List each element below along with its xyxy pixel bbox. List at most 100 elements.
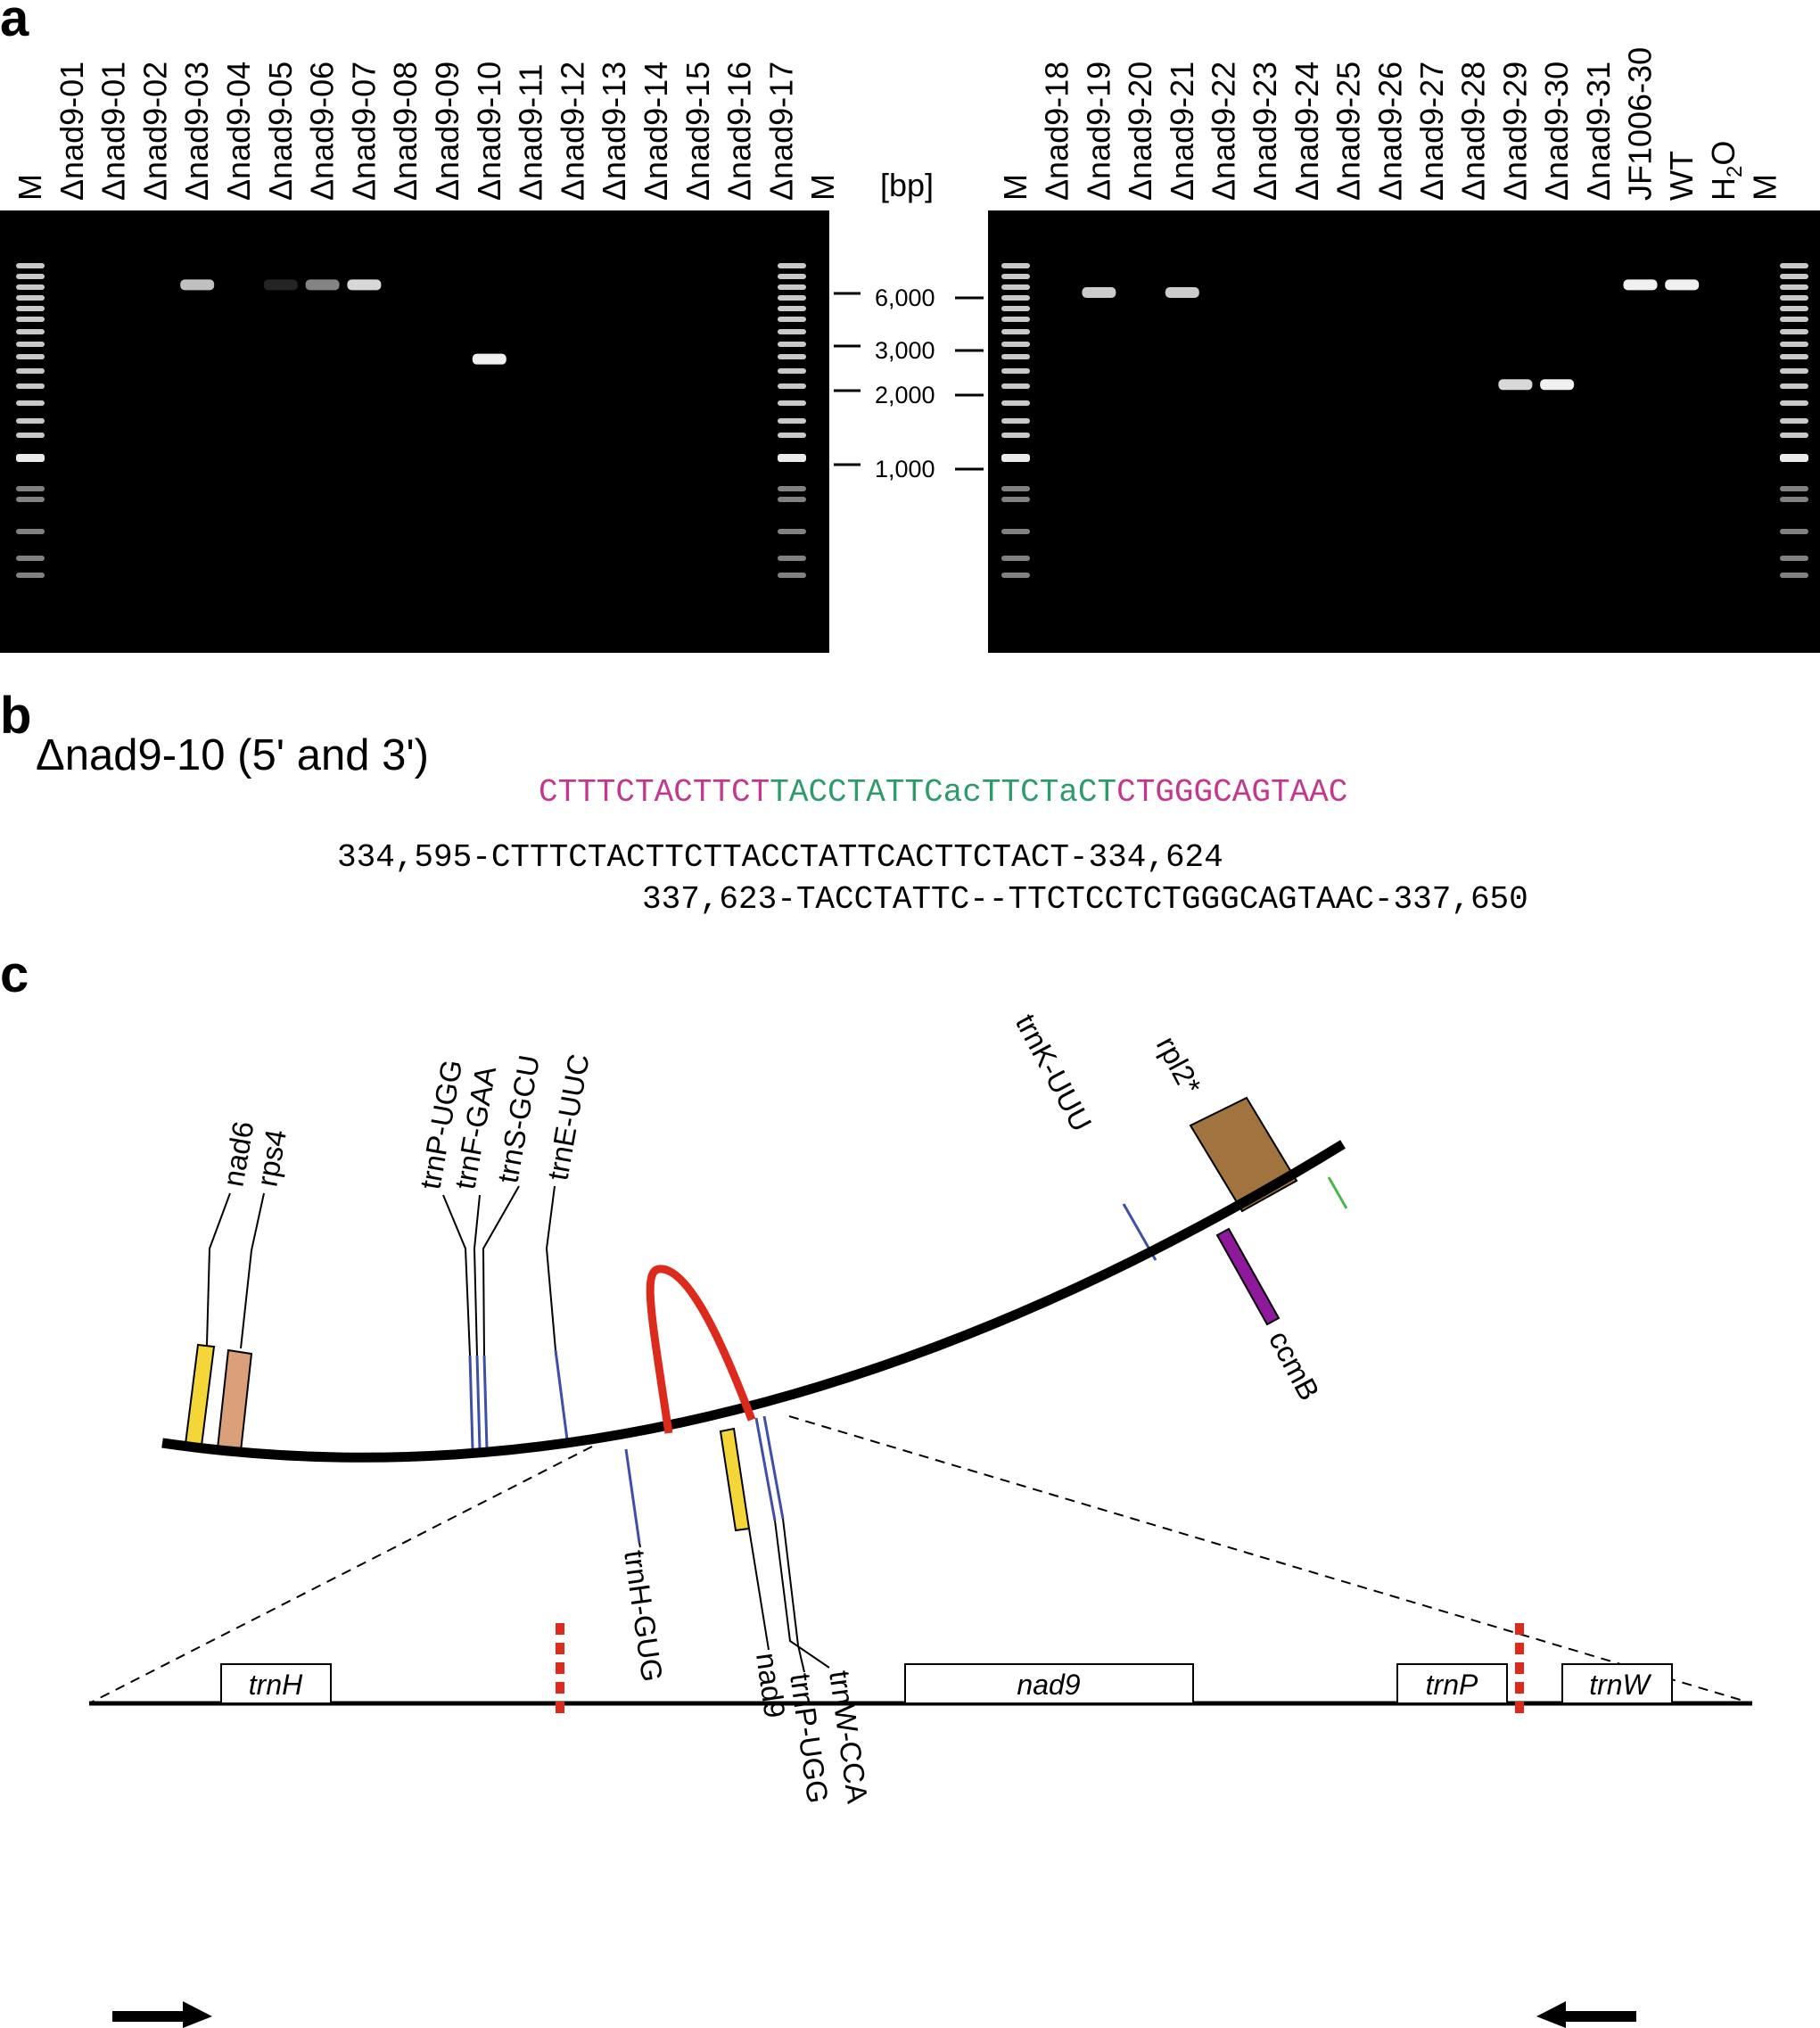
ladder-band (1001, 306, 1030, 311)
ladder-band (1001, 454, 1030, 462)
trnW-box (1561, 1663, 1673, 1704)
ccmB-label: ccmB (1263, 1325, 1326, 1406)
ladder-band (1780, 497, 1808, 502)
ladder-band (1780, 400, 1808, 406)
ladder-band (1780, 263, 1808, 268)
nad9-box-label: nad9 (1017, 1669, 1080, 1701)
ladder-band (1780, 317, 1808, 322)
ladder-band (1001, 573, 1030, 578)
nad9-block (719, 1427, 751, 1532)
ladder-band (16, 433, 45, 438)
bp-unit-label: [bp] (880, 167, 934, 203)
ladder-band (1001, 556, 1030, 561)
ladder-band (778, 400, 806, 406)
consensus-3prime: CTGGGCAGTAAC (1116, 774, 1347, 811)
ladder-band (1001, 418, 1030, 424)
ladder-band (16, 383, 45, 389)
consensus-sequence: CTTTCTACTTCTTACCTATTCacTTCTaCTCTGGGCAGTA… (539, 774, 1347, 811)
rpl2-block (1189, 1096, 1298, 1213)
left-lane-label: Δnad9-15 (679, 62, 716, 201)
bp-size-label: 2,000 (875, 382, 935, 408)
ladder-band (16, 529, 45, 534)
right-lane-label: M (1747, 174, 1783, 201)
left-lane-label: Δnad9-10 (471, 62, 507, 201)
left-lane-label: Δnad9-07 (345, 62, 382, 201)
alignment-line-1: 334,595-CTTTCTACTTCTTACCTATTCACTTCTACT-3… (337, 839, 1223, 876)
gel-band (1498, 379, 1533, 391)
ladder-band (1780, 486, 1808, 491)
ladder-band (1001, 368, 1030, 374)
right-lane-label: JF1006-30 (1622, 47, 1659, 201)
panel-c-letter: c (0, 945, 29, 1003)
ladder-band (1780, 284, 1808, 290)
gel-band (1665, 279, 1700, 291)
ladder-band (1001, 263, 1030, 268)
ladder-band (16, 274, 45, 279)
trnS-GCU-tick (482, 1355, 489, 1450)
primer-forward-arrow (112, 2001, 212, 2028)
ladder-band (778, 306, 806, 311)
left-lane-label: Δnad9-08 (387, 62, 424, 201)
ladder-band (1001, 274, 1030, 279)
ladder-band (1001, 529, 1030, 534)
ladder-band (1780, 383, 1808, 389)
rpl2-label: rpl2* (1150, 1031, 1208, 1100)
trnH-GUG-leader (638, 1542, 641, 1548)
left-lane-label: Δnad9-12 (554, 62, 590, 201)
left-lane-label: Δnad9-01 (95, 62, 132, 201)
gel-band (1165, 287, 1199, 298)
gel-band (180, 279, 215, 291)
junction-title: Δnad9-10 (5' and 3') (36, 731, 429, 779)
ladder-band (1780, 433, 1808, 438)
gel-band (472, 353, 506, 365)
left-lane-label: Δnad9-09 (429, 62, 465, 201)
nad6-block (184, 1343, 216, 1447)
right-lane-label: Δnad9-21 (1164, 62, 1200, 201)
gel-band (347, 279, 382, 291)
left-lane-label: Δnad9-13 (596, 62, 632, 201)
alignment-line-2: 337,623-TACCTATTC--TTCTCCTCTGGGCAGTAAC-3… (642, 881, 1528, 918)
left-lane-label: M (804, 174, 841, 201)
right-lane-label: Δnad9-22 (1206, 62, 1242, 201)
deletion-loop (646, 1265, 756, 1434)
ladder-band (1001, 497, 1030, 502)
consensus-5prime: CTTTCTACTTCT (539, 774, 770, 811)
ladder-band (778, 529, 806, 534)
ladder-band (1001, 354, 1030, 359)
bp-size-label: 6,000 (875, 284, 935, 311)
left-lane-label: Δnad9-14 (638, 62, 674, 201)
ladder-band (16, 573, 45, 578)
ladder-band (1780, 529, 1808, 534)
gel-band (263, 279, 298, 291)
right-lane-label: Δnad9-24 (1289, 62, 1325, 201)
bp-size-label: 3,000 (875, 337, 935, 364)
left-lane-label: Δnad9-11 (513, 64, 549, 202)
panel-a-letter: a (0, 0, 29, 47)
ladder-band (16, 329, 45, 334)
left-lane-label: Δnad9-17 (762, 62, 799, 201)
trnE-UUC-leader (545, 1185, 556, 1351)
trnH-box (220, 1663, 332, 1704)
trnW-box-label: trnW (1589, 1669, 1651, 1701)
trnS-GCU-leader (482, 1185, 520, 1356)
ladder-band (1780, 556, 1808, 561)
bp-size-label: 1,000 (875, 456, 935, 482)
right-gel (988, 210, 1820, 653)
right-lane-label: Δnad9-31 (1580, 62, 1617, 201)
ladder-band (16, 317, 45, 322)
right-lane-label: Δnad9-27 (1413, 62, 1450, 201)
green-tick (1327, 1176, 1348, 1209)
panel-b-letter: b (0, 687, 31, 745)
trnE-UUC-tick (554, 1349, 570, 1447)
ladder-band (778, 497, 806, 502)
ladder-band (778, 556, 806, 561)
ladder-band (778, 354, 806, 359)
consensus-junction: TACCTATTCacTTCTaCT (770, 774, 1116, 811)
ladder-band (1001, 433, 1030, 438)
ladder-band (16, 418, 45, 424)
ladder-band (778, 263, 806, 268)
trnP-box (1396, 1663, 1508, 1704)
ladder-band (1780, 329, 1808, 334)
